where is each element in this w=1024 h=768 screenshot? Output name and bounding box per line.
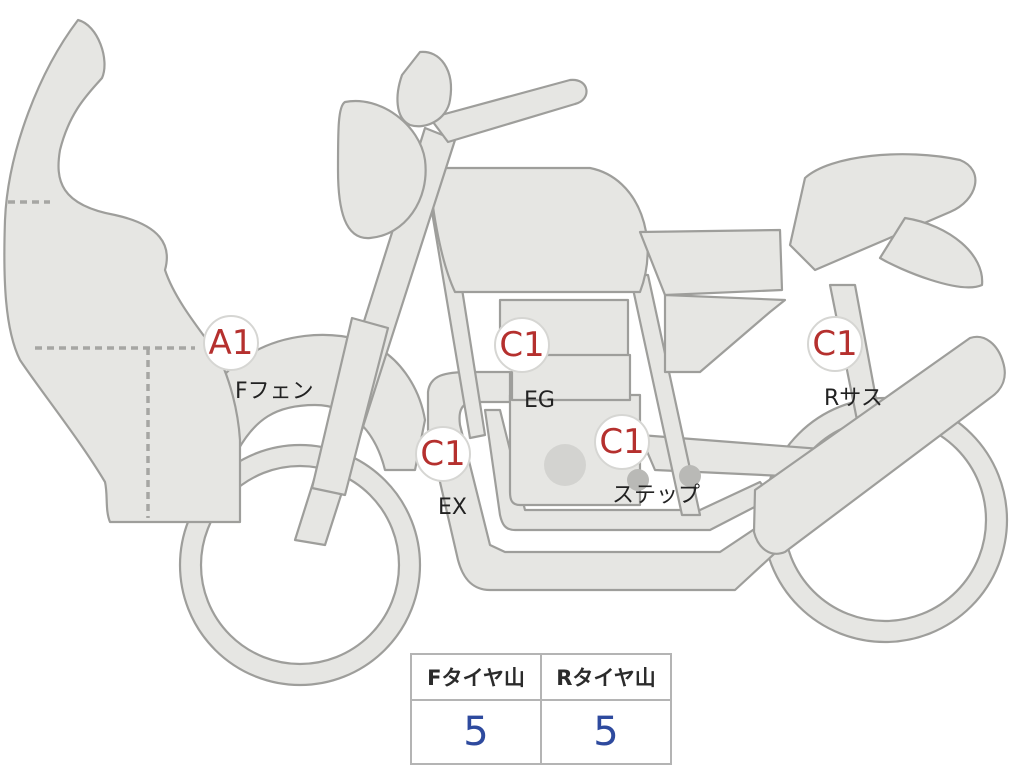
marker-badge [494,317,550,373]
marker-label: Fフェン [235,379,314,404]
tire-tread-table: Fタイヤ山 Rタイヤ山 5 5 [410,653,672,765]
footpeg-right [679,465,701,487]
marker-label: EX [438,495,467,520]
rear-tire-header: Rタイヤ山 [540,653,672,701]
marker-badge [415,426,471,482]
marker-grade: C1 [812,324,857,364]
tire-table-header-row: Fタイヤ山 Rタイヤ山 [410,653,672,701]
engine-cover [544,444,586,486]
tail-cowl [878,216,984,289]
muffler [752,335,1006,555]
marker-grade: C1 [599,422,644,462]
marker-step: C1 ステップ [594,414,700,508]
marker-label: Rサス [824,386,883,411]
marker-label: EG [524,388,555,413]
marker-badge [594,414,650,470]
marker-grade: C1 [420,434,465,474]
mirror [396,50,453,128]
handlebar [428,78,588,144]
front-cowl [3,18,242,524]
tire-table-value-row: 5 5 [410,699,672,765]
side-panel [663,293,787,374]
front-tire-header: Fタイヤ山 [410,653,542,701]
rear-tire-value: 5 [540,699,672,765]
seat [638,228,784,297]
fuel-tank [428,166,649,294]
rear-seat [788,153,977,272]
marker-grade: C1 [499,325,544,365]
marker-grade: A1 [209,323,254,363]
marker-label: ステップ [612,483,700,508]
marker-badge [203,315,259,371]
front-tire-value: 5 [410,699,542,765]
marker-badge [807,316,863,372]
footpeg-left [627,469,649,491]
fork-lower [310,316,390,497]
headlight [336,99,427,240]
